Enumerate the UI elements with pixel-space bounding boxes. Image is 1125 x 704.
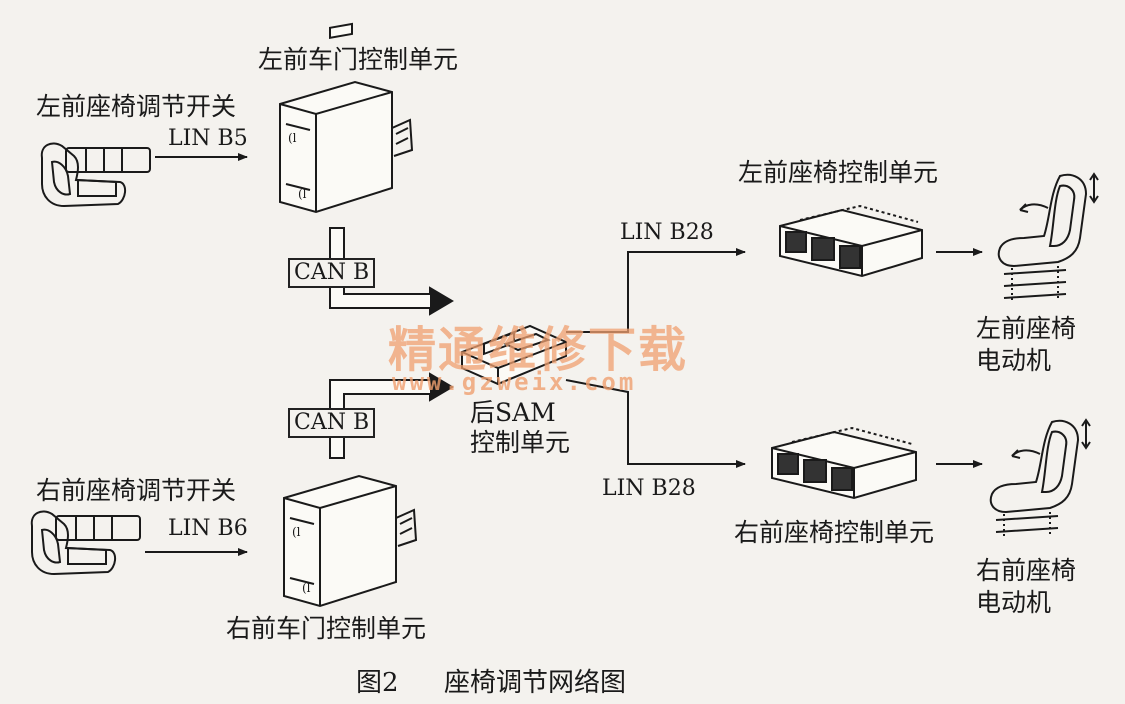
watermark-chinese: 精通维修下载 bbox=[388, 322, 689, 378]
right-seat-ecu-icon bbox=[771, 426, 917, 500]
left-seat-switch-label: 左前座椅调节开关 bbox=[36, 92, 237, 121]
right-seat-motor-icon bbox=[989, 418, 1091, 536]
rear-sam-module-icon bbox=[461, 324, 567, 386]
figure-caption: 座椅调节网络图 bbox=[444, 668, 627, 698]
rear-sam-label-line2: 控制单元 bbox=[470, 428, 571, 457]
svg-text:(l: (l bbox=[298, 187, 307, 201]
svg-text:(l: (l bbox=[288, 131, 297, 145]
lin-b28-top-label: LIN B28 bbox=[620, 220, 714, 245]
lin-b28-top-line bbox=[566, 248, 746, 333]
right-seat-switch-label: 右前座椅调节开关 bbox=[36, 476, 237, 505]
svg-text:(l: (l bbox=[302, 581, 311, 595]
lin-b5-label: LIN B5 bbox=[168, 126, 248, 151]
right-door-ecu-label: 右前车门控制单元 bbox=[226, 614, 427, 643]
right-seat-ecu-label: 右前座椅控制单元 bbox=[734, 518, 935, 547]
left-door-ecu-label: 左前车门控制单元 bbox=[258, 45, 459, 74]
lin-b28-bottom-label: LIN B28 bbox=[602, 476, 696, 501]
left-seat-switch-icon bbox=[40, 142, 151, 208]
rear-sam-label-line1: 后SAM bbox=[470, 398, 556, 427]
left-seat-ecu-label: 左前座椅控制单元 bbox=[738, 158, 939, 187]
left-motor-label-line2: 电动机 bbox=[976, 346, 1052, 375]
right-motor-label-line2: 电动机 bbox=[976, 588, 1052, 617]
svg-text:(l: (l bbox=[292, 525, 301, 539]
watermark-url: www.gzweix.com bbox=[392, 368, 637, 396]
left-seat-motor-icon bbox=[997, 172, 1099, 300]
right-seat-switch-icon bbox=[30, 510, 141, 576]
can-b-top-label: CAN B bbox=[288, 258, 376, 288]
lin-b28-bottom-line bbox=[565, 379, 746, 468]
right-door-ecu-icon: (l (l bbox=[283, 416, 418, 608]
left-door-ecu-icon: (l (l bbox=[279, 22, 414, 214]
left-seat-ecu-icon bbox=[779, 204, 923, 278]
figure-number: 图2 bbox=[356, 668, 399, 698]
can-b-bottom-label: CAN B bbox=[288, 408, 376, 438]
lin-b6-label: LIN B6 bbox=[168, 516, 248, 541]
left-motor-label-line1: 左前座椅 bbox=[976, 314, 1077, 343]
right-motor-label-line1: 右前座椅 bbox=[976, 556, 1077, 585]
